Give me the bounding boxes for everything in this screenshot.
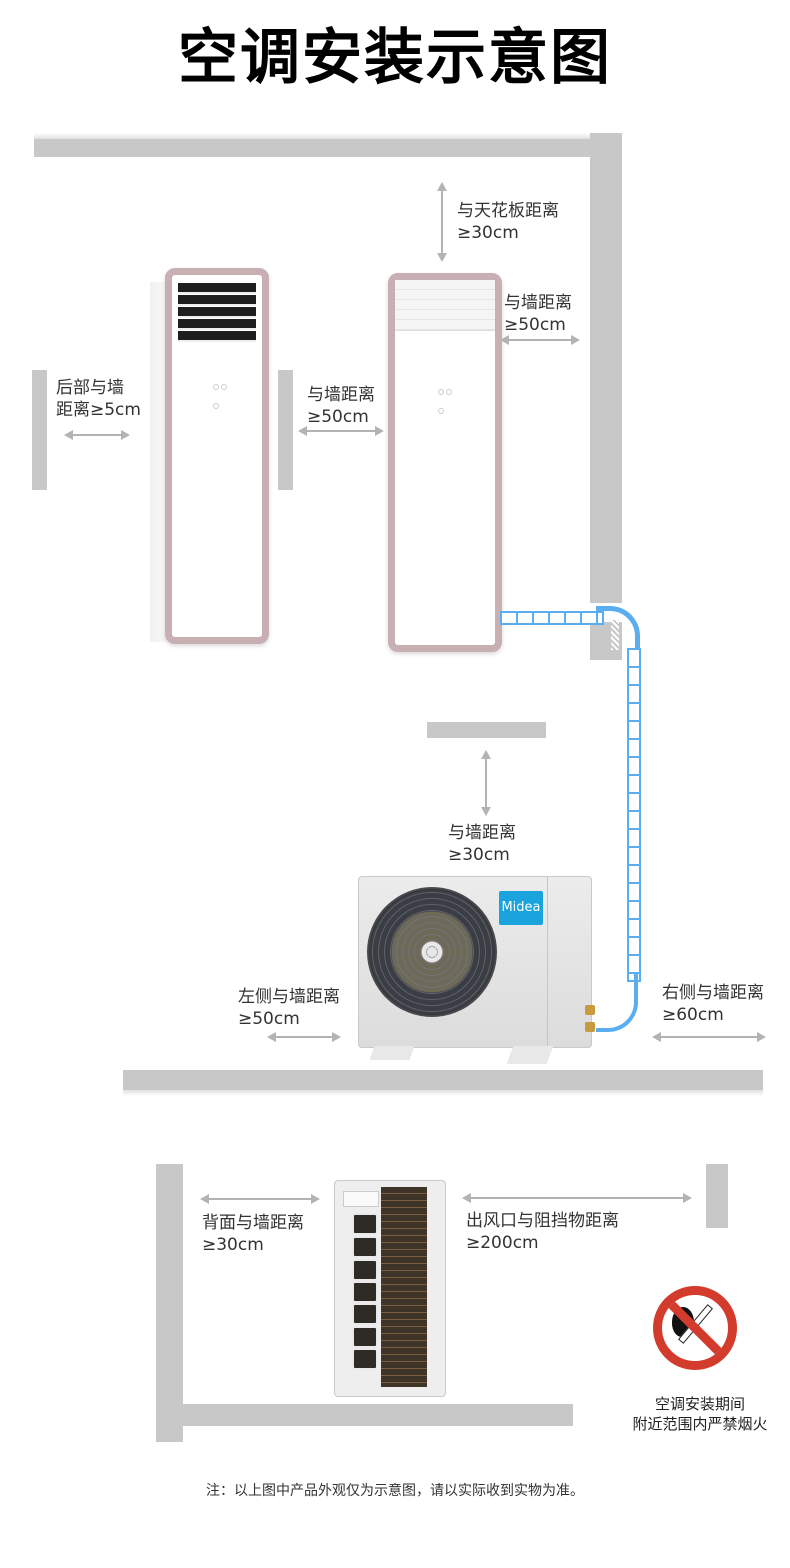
outdoor-top-wall [427,722,546,738]
rear-wall-clearance-label: 后部与墙 距离≥5cm [56,378,141,420]
right-wall [590,133,622,603]
condenser-coil [381,1187,427,1387]
right-wall-clearance-label: 右侧与墙距离 ≥60cm [662,983,764,1025]
side-wall-segment [278,370,293,490]
air-outlet-grille [395,280,495,331]
ceiling-clearance-arrow [437,182,447,262]
indoor-unit-2 [388,273,502,652]
side-floor [183,1404,573,1426]
valve-icon [585,1022,595,1032]
control-buttons-icon [437,380,455,414]
outlet-clearance-arrow [462,1193,692,1203]
outdoor-floor [123,1070,763,1092]
right-wall-clearance-label: 与墙距离 ≥50cm [504,293,572,335]
outlet-clearance-label: 出风口与阻挡物距离 ≥200cm [466,1211,619,1253]
side-wall-clearance-arrow [298,426,384,436]
outdoor-unit-side [334,1180,446,1397]
page-title: 空调安装示意图 [178,23,612,93]
left-wall-clearance-label: 左侧与墙距离 ≥50cm [238,987,340,1029]
right-wall-clearance-arrow [652,1032,766,1042]
left-wall-clearance-arrow [267,1032,341,1042]
side-wall-clearance-label: 与墙距离 ≥50cm [307,385,375,427]
obstacle-wall [706,1164,728,1228]
brand-logo: Midea [499,891,543,925]
right-wall-clearance-arrow [500,335,580,345]
outdoor-unit: Midea [358,876,592,1048]
valve-icon [585,1005,595,1015]
top-wall-clearance-label: 与墙距离 ≥30cm [448,823,516,865]
warning-text: 空调安装期间 附近范围内严禁烟火 [632,1395,768,1433]
control-buttons-icon [212,375,230,409]
top-wall-clearance-arrow [481,750,491,816]
rear-wall-clearance-arrow [64,430,130,440]
disclaimer-note: 注：以上图中产品外观仅为示意图，请以实际收到实物为准。 [206,1483,584,1499]
indoor-unit-1 [165,268,269,644]
back-wall [156,1164,183,1442]
rear-wall-segment [32,370,47,490]
back-clearance-label: 背面与墙距离 ≥30cm [202,1213,304,1255]
back-clearance-arrow [200,1194,320,1204]
ceiling-clearance-label: 与天花板距离 ≥30cm [457,201,559,243]
ceiling-edge [34,133,622,139]
no-fire-icon [653,1286,737,1370]
